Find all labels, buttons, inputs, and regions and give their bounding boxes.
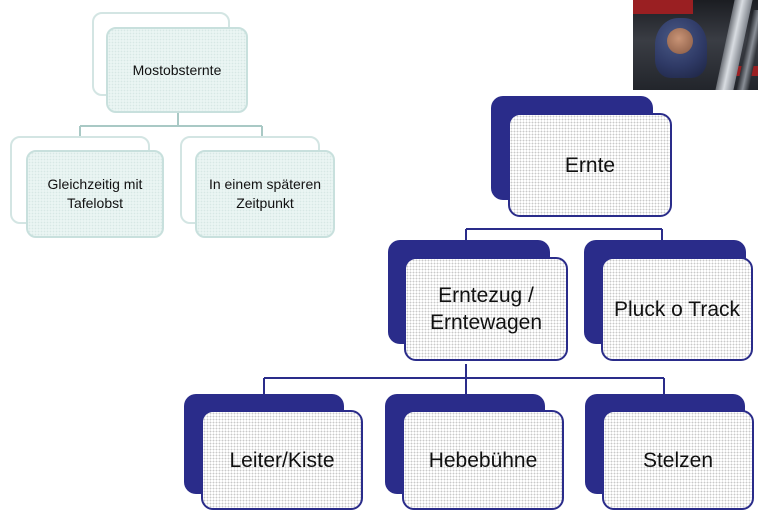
photo-shelf [633, 0, 693, 14]
node-label: Gleichzeitig mit Tafelobst [47, 176, 143, 211]
node-label: Hebebühne [428, 448, 538, 472]
orchard-worker-photo [633, 0, 758, 90]
hebebuehne-node: Hebebühne [402, 410, 564, 510]
gleichzeitig-node: Gleichzeitig mit Tafelobst [26, 150, 164, 238]
leiter-node: Leiter/Kiste [201, 410, 363, 510]
spaeter-node: In einem späteren Zeitpunkt [195, 150, 335, 238]
mostobsternte-node: Mostobsternte [106, 27, 248, 113]
node-label: Leiter/Kiste [229, 448, 335, 472]
pluck-node: Pluck o Track [601, 257, 753, 361]
ernte-node: Ernte [508, 113, 672, 217]
erntezug-node: Erntezug / Erntewagen [404, 257, 568, 361]
photo-head [667, 28, 693, 54]
node-label: Pluck o Track [613, 297, 741, 321]
node-label: Mostobsternte [132, 61, 222, 78]
node-label: Stelzen [642, 448, 714, 472]
node-label: In einem späteren Zeitpunkt [208, 176, 322, 211]
stelzen-node: Stelzen [602, 410, 754, 510]
node-label: Ernte [564, 153, 616, 177]
node-label: Erntezug / Erntewagen [429, 284, 543, 334]
